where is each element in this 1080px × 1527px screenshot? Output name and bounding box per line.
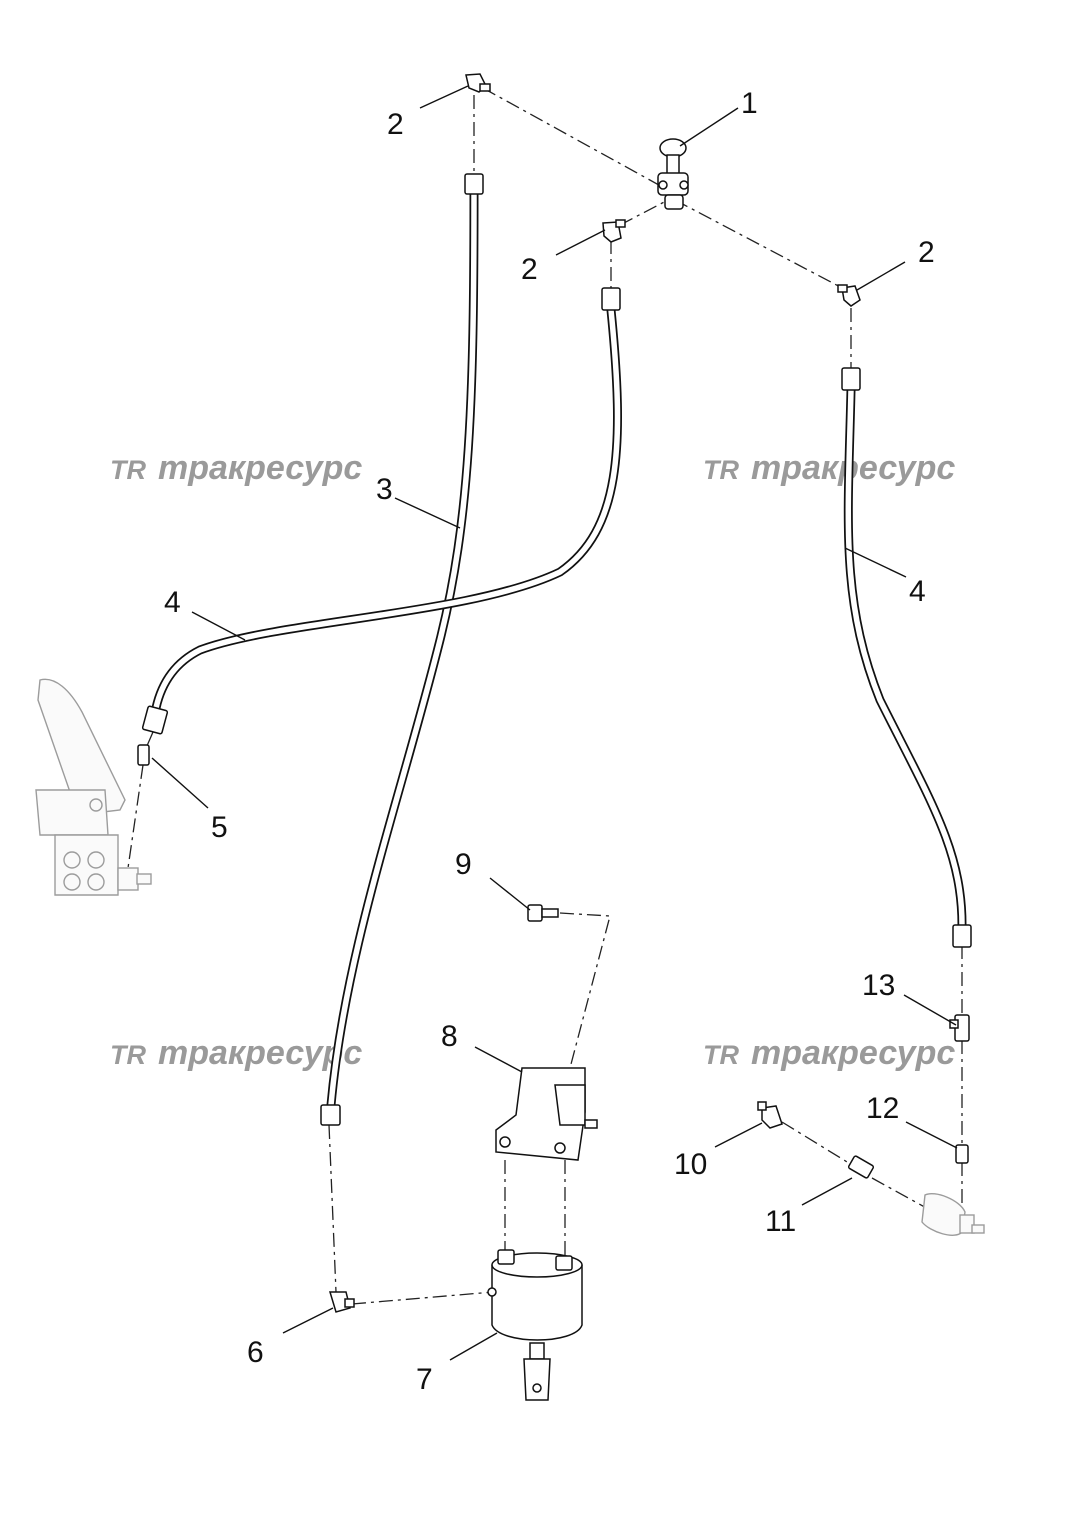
watermark-text: тракресурс xyxy=(158,1034,362,1072)
hose-end-fitting xyxy=(464,173,484,195)
hose-4-right xyxy=(841,367,972,948)
hand-brake-valve xyxy=(657,138,689,210)
elbow-fitting-10 xyxy=(757,1101,783,1129)
callout-4: 4 xyxy=(164,586,181,619)
brake-pedal-assembly xyxy=(35,678,152,896)
assembly-line xyxy=(781,1121,853,1166)
hose-end-fitting xyxy=(601,287,621,311)
assembly-line xyxy=(328,1124,337,1293)
assembly-line xyxy=(619,199,669,226)
assembly-line xyxy=(871,1177,931,1211)
elbow-fitting-top xyxy=(465,73,491,93)
callout-2: 2 xyxy=(387,108,404,141)
hose-end-fitting xyxy=(320,1104,341,1126)
hose-end-fitting xyxy=(141,705,169,735)
callout-2: 2 xyxy=(918,236,935,269)
callout-8: 8 xyxy=(441,1020,458,1053)
watermark-bottom-right: TR тракресурс xyxy=(703,1034,955,1072)
callout-10: 10 xyxy=(674,1148,707,1181)
callout-3: 3 xyxy=(376,473,393,506)
watermark-top-right: TR тракресурс xyxy=(703,449,955,487)
watermark-bottom-left: TR тракресурс xyxy=(110,1034,362,1072)
hose-end-fitting xyxy=(841,367,861,391)
brake-chamber xyxy=(487,1249,583,1401)
callout-4: 4 xyxy=(909,575,926,608)
callout-9: 9 xyxy=(455,848,472,881)
adapter-fitting xyxy=(137,744,150,766)
elbow-fitting-chamber xyxy=(328,1291,355,1313)
callout-6: 6 xyxy=(247,1336,264,1369)
elbow-fitting-middle xyxy=(602,219,626,243)
callout-11: 11 xyxy=(765,1205,796,1238)
hose-4-left xyxy=(141,287,622,735)
pressure-switch xyxy=(921,1193,985,1236)
assembly-line xyxy=(554,912,611,1126)
assembly-line xyxy=(482,87,669,191)
watermark-logo: TR xyxy=(703,1040,739,1070)
assembly-line xyxy=(351,1291,494,1305)
adapter-fitting-11 xyxy=(847,1155,875,1179)
chamber-bracket xyxy=(495,1067,598,1161)
callout-labels: 1 2 2 2 3 4 4 5 9 8 13 12 10 11 6 7 xyxy=(164,87,935,1396)
callout-2: 2 xyxy=(521,253,538,286)
leader-lines xyxy=(151,85,958,1361)
watermark-logo: TR xyxy=(110,1040,146,1070)
watermark-logo: TR xyxy=(703,455,739,485)
watermark-logo: TR xyxy=(110,455,146,485)
hose-3 xyxy=(320,173,484,1126)
assembly-lines xyxy=(127,87,963,1305)
callout-13: 13 xyxy=(862,969,895,1002)
watermark-text: тракресурс xyxy=(751,1034,955,1072)
watermark-top-left: TR тракресурс xyxy=(110,449,362,487)
bolt xyxy=(527,904,559,922)
nipple-fitting xyxy=(955,1144,969,1164)
assembly-line xyxy=(674,199,847,291)
elbow-fitting-right xyxy=(837,284,861,307)
watermark-text: тракресурс xyxy=(158,449,362,487)
callout-7: 7 xyxy=(416,1363,433,1396)
callout-5: 5 xyxy=(211,811,228,844)
callout-1: 1 xyxy=(741,87,758,120)
assembly-line xyxy=(127,764,144,869)
callout-12: 12 xyxy=(866,1092,899,1125)
hose-end-fitting xyxy=(952,924,972,948)
